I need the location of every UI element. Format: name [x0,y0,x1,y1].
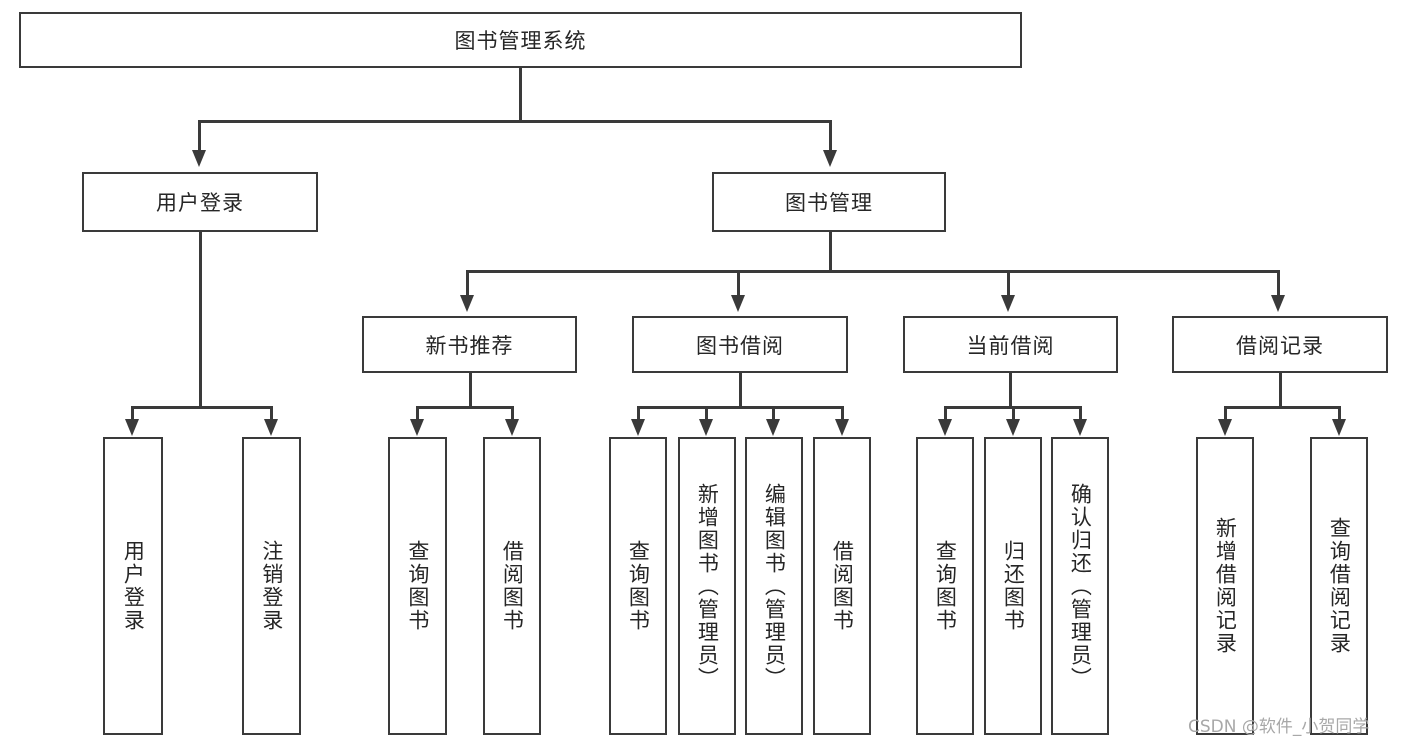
leaf-book-borrow-borrow[interactable]: 借阅图书 [813,437,871,735]
node-label: 新增图书（管理员） [695,482,720,690]
edge-current-borrow-to-leaf-2 [1012,406,1015,420]
leaf-current-borrow-query[interactable]: 查询图书 [916,437,974,735]
node-borrow-record[interactable]: 借阅记录 [1172,316,1388,373]
edge-borrow-record-to-leaf-2 [1338,406,1341,420]
arrow-root-to-book-manage [823,150,837,167]
arrow-new-book-to-leaf-2 [505,419,519,436]
node-label: 用户登录 [121,540,146,632]
node-label: 查询借阅记录 [1327,517,1352,655]
edge-book-borrow-to-leaf-1 [637,406,640,420]
node-label: 归还图书 [1001,540,1026,632]
leaf-book-borrow-query[interactable]: 查询图书 [609,437,667,735]
arrow-current-borrow-to-leaf-2 [1006,419,1020,436]
arrow-current-borrow-to-leaf-1 [938,419,952,436]
node-current-borrow[interactable]: 当前借阅 [903,316,1118,373]
arrow-current-borrow-to-leaf-3 [1073,419,1087,436]
edge-borrow-record-to-leaf-1 [1224,406,1227,420]
arrow-book-borrow-to-leaf-1 [631,419,645,436]
node-label: 借阅记录 [1236,333,1324,358]
edge-user-login-stem [199,232,202,406]
arrow-borrow-record-to-leaf-2 [1332,419,1346,436]
node-label: 借阅图书 [500,540,525,632]
edge-borrow-record-stem [1279,373,1282,406]
node-book-borrow[interactable]: 图书借阅 [632,316,848,373]
leaf-current-borrow-confirm-return[interactable]: 确认归还（管理员） [1051,437,1109,735]
edge-book-borrow-to-leaf-3 [772,406,775,420]
arrow-book-manage-to-current-borrow [1001,295,1015,312]
arrow-root-to-user-login [192,150,206,167]
leaf-book-borrow-add[interactable]: 新增图书（管理员） [678,437,736,735]
node-label: 借阅图书 [830,540,855,632]
edge-book-borrow-stem [739,373,742,406]
leaf-new-book-borrow[interactable]: 借阅图书 [483,437,541,735]
edge-book-manage-to-borrow-record [1277,270,1280,296]
node-label: 注销登录 [259,540,284,632]
arrow-new-book-to-leaf-1 [410,419,424,436]
node-label: 新增借阅记录 [1213,517,1238,655]
edge-user-login-to-leaf-1 [131,406,134,420]
node-label: 查询图书 [626,540,651,632]
node-label: 查询图书 [933,540,958,632]
arrow-book-manage-to-new-book [460,295,474,312]
leaf-book-borrow-edit[interactable]: 编辑图书（管理员） [745,437,803,735]
edge-current-borrow-to-leaf-3 [1079,406,1082,420]
edge-book-manage-bus [466,270,1280,273]
edge-current-borrow-stem [1009,373,1012,406]
edge-book-borrow-to-leaf-2 [705,406,708,420]
node-label: 图书管理系统 [454,29,587,53]
arrow-borrow-record-to-leaf-1 [1218,419,1232,436]
edge-root-stem [519,68,522,120]
node-label: 图书借阅 [696,333,784,358]
node-label: 查询图书 [405,540,430,632]
node-label: 当前借阅 [966,333,1055,358]
edge-user-login-bus [131,406,271,409]
edge-user-login-to-leaf-2 [270,406,273,420]
node-new-book-recommend[interactable]: 新书推荐 [362,316,577,373]
edge-new-book-to-leaf-2 [511,406,514,420]
leaf-borrow-record-query[interactable]: 查询借阅记录 [1310,437,1368,735]
arrow-user-login-to-leaf-1 [125,419,139,436]
node-label: 用户登录 [156,191,244,215]
edge-book-borrow-to-leaf-4 [841,406,844,420]
edge-book-manage-to-new-book [466,270,469,296]
edge-root-to-user-login [198,120,201,152]
node-label: 图书管理 [785,191,873,215]
leaf-user-login-login[interactable]: 用户登录 [103,437,163,735]
edge-new-book-to-leaf-1 [416,406,419,420]
edge-book-manage-to-book-borrow [737,270,740,296]
leaf-new-book-query[interactable]: 查询图书 [388,437,447,735]
watermark: CSDN @软件_小贺同学 [1188,717,1370,737]
leaf-user-login-logout[interactable]: 注销登录 [242,437,301,735]
arrow-book-borrow-to-leaf-3 [766,419,780,436]
edge-book-manage-stem [829,232,832,270]
arrow-book-borrow-to-leaf-2 [699,419,713,436]
node-book-manage[interactable]: 图书管理 [712,172,946,232]
edge-book-borrow-bus [637,406,843,409]
edge-new-book-bus [416,406,513,409]
edge-current-borrow-to-leaf-1 [944,406,947,420]
arrow-book-manage-to-borrow-record [1271,295,1285,312]
leaf-current-borrow-return[interactable]: 归还图书 [984,437,1042,735]
node-label: 编辑图书（管理员） [762,482,787,690]
edge-root-bus [198,120,831,123]
node-root-system[interactable]: 图书管理系统 [19,12,1022,68]
arrow-book-manage-to-book-borrow [731,295,745,312]
arrow-user-login-to-leaf-2 [264,419,278,436]
edge-book-manage-to-current-borrow [1007,270,1010,296]
edge-root-to-book-manage [829,120,832,152]
edge-borrow-record-bus [1224,406,1340,409]
node-user-login[interactable]: 用户登录 [82,172,318,232]
arrow-book-borrow-to-leaf-4 [835,419,849,436]
edge-new-book-stem [469,373,472,406]
node-label: 新书推荐 [425,333,514,358]
leaf-borrow-record-add[interactable]: 新增借阅记录 [1196,437,1254,735]
node-label: 确认归还（管理员） [1068,482,1093,690]
